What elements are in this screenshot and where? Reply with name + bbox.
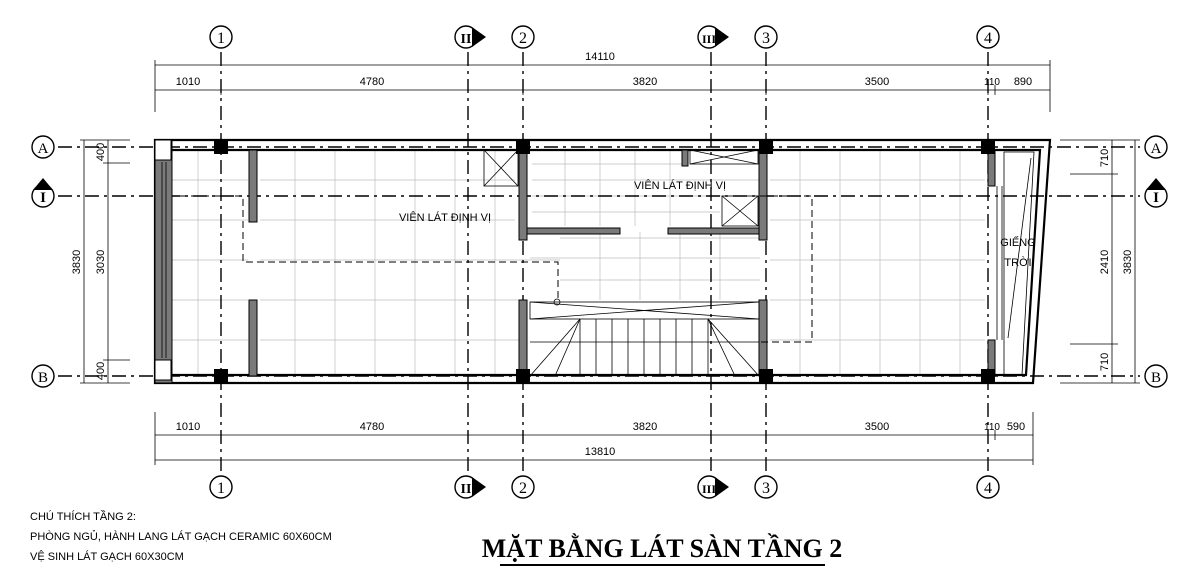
dim-top-seg-2: 4780 bbox=[360, 76, 384, 88]
svg-text:4: 4 bbox=[984, 480, 992, 497]
notes-line-1: PHÒNG NGỦ, HÀNH LANG LÁT GẠCH CERAMIC 60… bbox=[30, 530, 332, 543]
dim-top-seg-1: 1010 bbox=[176, 76, 200, 88]
svg-text:3: 3 bbox=[762, 30, 770, 47]
svg-text:4: 4 bbox=[984, 30, 992, 47]
staircase bbox=[529, 298, 760, 377]
section-marker-i-left: I bbox=[31, 178, 55, 208]
notes-line-2: VỆ SINH LÁT GẠCH 60X30CM bbox=[30, 550, 184, 563]
axis-bubble-2-bottom: 2 bbox=[511, 475, 535, 499]
svg-text:A: A bbox=[1151, 141, 1162, 157]
svg-text:B: B bbox=[38, 370, 48, 386]
dim-left-seg-2: 3030 bbox=[95, 250, 107, 274]
axis-bubble-2-top: 2 bbox=[511, 25, 535, 49]
label-tile-positioning-wc: VIÊN LÁT ĐỊNH VỊ bbox=[634, 179, 726, 192]
axis-bubble-1-top: 1 bbox=[209, 25, 233, 49]
section-marker-iii-bottom: III bbox=[697, 475, 729, 499]
dim-top-total: 14110 bbox=[585, 51, 615, 63]
axis-bubble-b-left: B bbox=[31, 364, 55, 388]
label-skylight-line2: TRỜI bbox=[1004, 256, 1031, 269]
svg-text:3: 3 bbox=[762, 480, 770, 497]
drawing-title: MẶT BẰNG LÁT SÀN TẦNG 2 bbox=[482, 534, 842, 563]
axis-bubble-3-top: 3 bbox=[754, 25, 778, 49]
duct-shafts bbox=[483, 149, 759, 227]
dim-top-seg-3: 3820 bbox=[633, 76, 657, 88]
svg-text:B: B bbox=[1151, 370, 1161, 386]
section-marker-ii-bottom: II bbox=[454, 475, 486, 499]
label-skylight-line1: GIẾNG bbox=[1000, 236, 1035, 249]
dim-top-seg-6: 890 bbox=[1014, 76, 1032, 88]
axis-bubble-3-bottom: 3 bbox=[754, 475, 778, 499]
svg-text:1: 1 bbox=[217, 480, 225, 497]
axis-bubble-4-top: 4 bbox=[976, 25, 1000, 49]
dim-bottom-seg-2: 4780 bbox=[360, 421, 384, 433]
notes-heading: CHÚ THÍCH TẦNG 2: bbox=[30, 510, 136, 523]
svg-text:I: I bbox=[40, 190, 46, 206]
dim-bottom-seg-5: 110 bbox=[984, 422, 1000, 433]
dim-bottom-total: 13810 bbox=[585, 446, 616, 458]
dim-bottom-seg-4: 3500 bbox=[865, 421, 889, 433]
svg-text:I: I bbox=[1153, 190, 1159, 206]
dim-bottom-seg-3: 3820 bbox=[633, 421, 657, 433]
dim-top-seg-4: 3500 bbox=[865, 76, 889, 88]
dim-bottom-seg-1: 1010 bbox=[176, 421, 200, 433]
axis-bubble-1-bottom: 1 bbox=[209, 475, 233, 499]
axis-bubble-b-right: B bbox=[1144, 364, 1168, 388]
axis-bubble-a-left: A bbox=[31, 135, 55, 159]
section-marker-ii-top: II bbox=[454, 25, 486, 49]
svg-text:1: 1 bbox=[217, 30, 225, 47]
svg-text:2: 2 bbox=[519, 30, 527, 47]
svg-text:III: III bbox=[702, 32, 716, 46]
tile-grid-bedroom-right bbox=[770, 150, 985, 376]
tile-grid-hall bbox=[530, 232, 760, 300]
svg-text:III: III bbox=[702, 482, 716, 496]
section-marker-iii-top: III bbox=[697, 25, 729, 49]
svg-text:II: II bbox=[461, 482, 472, 497]
dim-left-seg-1: 400 bbox=[95, 143, 107, 161]
dimension-lines bbox=[80, 60, 1140, 465]
dim-top-seg-5: 110 bbox=[984, 77, 1000, 88]
axis-bubble-a-right: A bbox=[1144, 135, 1168, 159]
skylight-void bbox=[1003, 151, 1035, 376]
tile-grid-bedroom-left bbox=[260, 150, 560, 376]
svg-text:A: A bbox=[38, 141, 49, 157]
building-walls bbox=[153, 138, 1052, 385]
svg-text:2: 2 bbox=[519, 480, 527, 497]
dim-left-total: 3830 bbox=[71, 250, 83, 274]
section-marker-i-right: I bbox=[1144, 178, 1168, 208]
tile-grid-balcony bbox=[172, 150, 248, 376]
dim-left-seg-3: 400 bbox=[95, 362, 107, 380]
dim-right-seg-3: 710 bbox=[1099, 353, 1111, 371]
axis-bubble-4-bottom: 4 bbox=[976, 475, 1000, 499]
dim-right-seg-2: 2410 bbox=[1099, 250, 1111, 274]
section-cut-path bbox=[180, 195, 813, 343]
axis-lines bbox=[58, 52, 1140, 472]
dim-right-seg-1: 710 bbox=[1099, 149, 1111, 167]
dim-bottom-seg-6: 590 bbox=[1007, 421, 1025, 433]
label-tile-positioning-bedroom: VIÊN LÁT ĐỊNH VỊ bbox=[399, 211, 491, 224]
svg-text:II: II bbox=[461, 32, 472, 47]
dim-right-total: 3830 bbox=[1122, 250, 1134, 274]
